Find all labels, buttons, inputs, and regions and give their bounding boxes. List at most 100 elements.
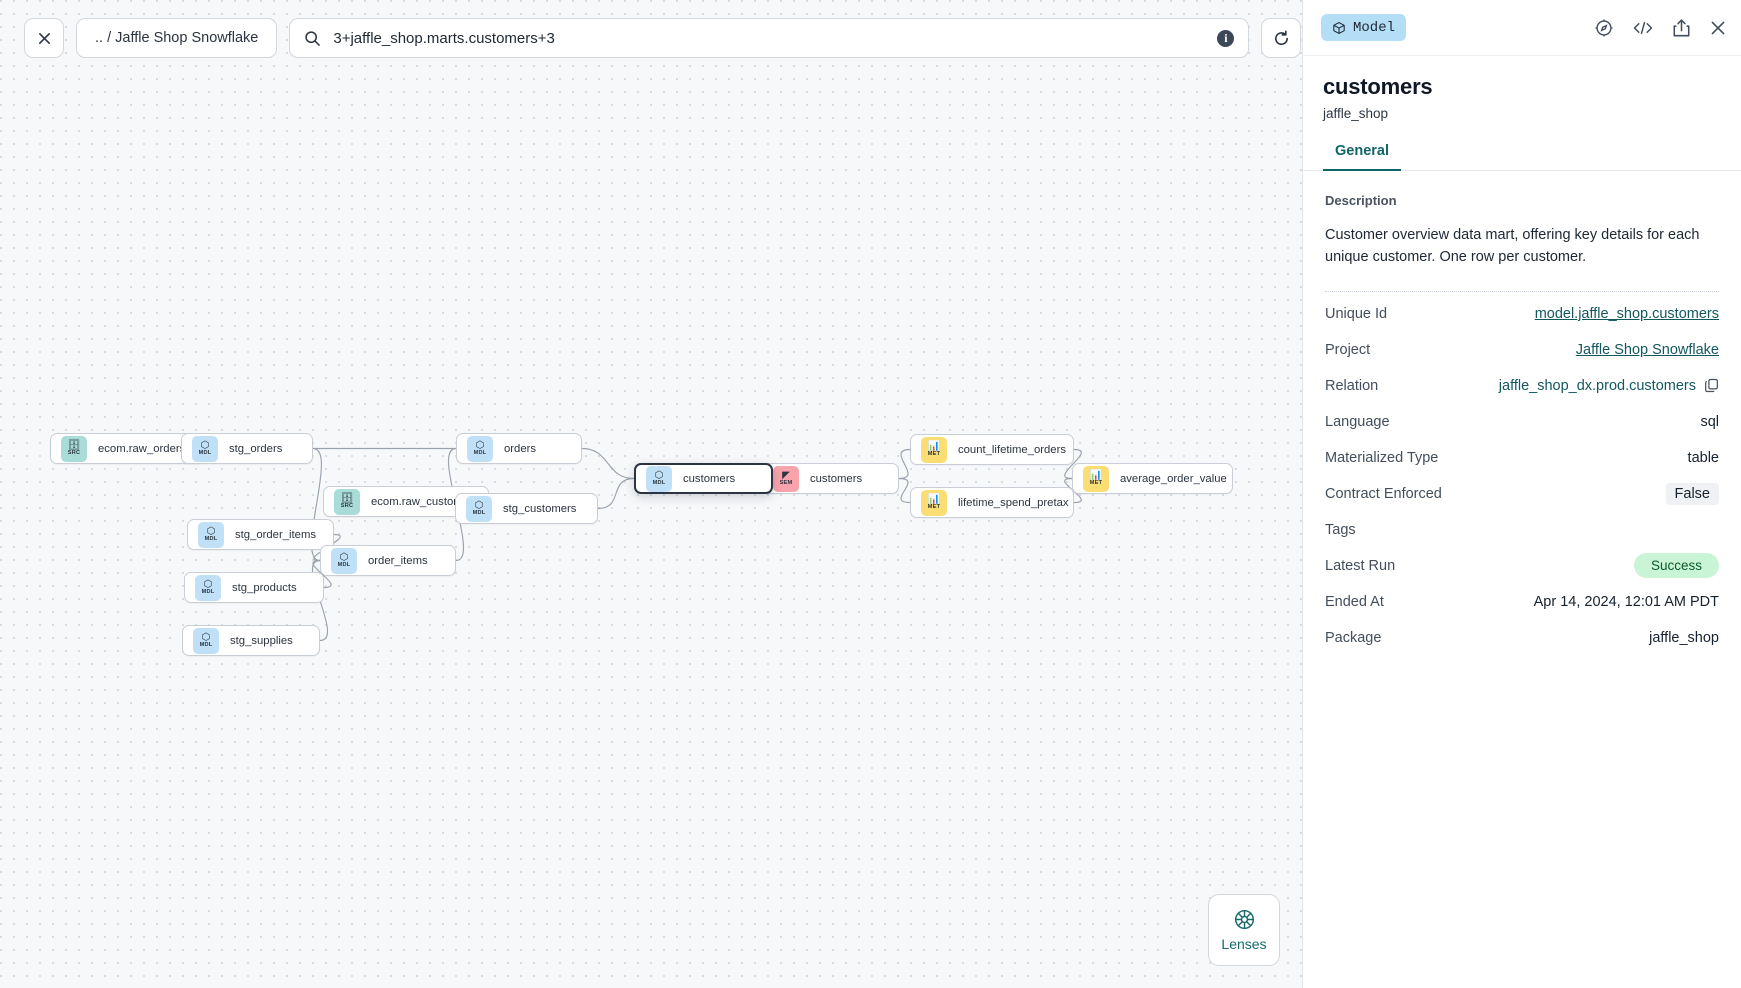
breadcrumb[interactable]: .. / Jaffle Shop Snowflake <box>76 18 278 58</box>
property-key: Latest Run <box>1325 557 1396 574</box>
property-row-latest-run: Latest Run Success <box>1325 548 1719 584</box>
node-label: ecom.raw_customers <box>371 495 479 508</box>
property-row-contract-enforced: Contract Enforced False <box>1325 476 1719 512</box>
lineage-edge <box>898 477 911 504</box>
property-link[interactable]: model.jaffle_shop.customers <box>1534 305 1719 322</box>
search-input[interactable] <box>333 29 1206 47</box>
graph-node-stg_order_items[interactable]: ⬡MDL stg_order_items <box>187 519 334 550</box>
relation-value[interactable]: jaffle_shop_dx.prod.customers <box>1498 377 1696 394</box>
node-label: stg_customers <box>503 502 577 515</box>
status-badge[interactable]: Success <box>1633 553 1719 579</box>
node-type-badge-mdl: ⬡MDL <box>195 574 221 601</box>
property-row-tags: Tags <box>1325 512 1719 548</box>
property-row-materialized-type: Materialized Type table <box>1325 440 1719 476</box>
lineage-edge <box>311 447 322 562</box>
object-type-label: Model <box>1353 19 1396 36</box>
status-chip: False <box>1665 482 1719 505</box>
property-key: Tags <box>1325 521 1356 538</box>
property-value: sql <box>1700 413 1719 430</box>
property-value[interactable]: jaffle_shop_dx.prod.customers <box>1499 378 1719 394</box>
node-type-badge-mdl: ⬡MDL <box>198 521 224 548</box>
code-icon[interactable] <box>1632 18 1654 38</box>
node-type-badge-mdl: ⬡MDL <box>193 627 219 654</box>
property-row-relation: Relation jaffle_shop_dx.prod.customers <box>1325 368 1719 404</box>
panel-body: Description Customer overview data mart,… <box>1303 171 1741 988</box>
property-value[interactable]: Jaffle Shop Snowflake <box>1576 342 1719 358</box>
object-type-badge[interactable]: Model <box>1321 14 1407 41</box>
property-key: Contract Enforced <box>1325 485 1442 502</box>
panel-tabs: General <box>1303 143 1741 171</box>
graph-node-order_items[interactable]: ⬡MDL order_items <box>320 545 456 576</box>
copy-icon[interactable] <box>1704 378 1719 393</box>
lineage-search[interactable]: i <box>289 18 1250 58</box>
node-label: orders <box>504 442 537 455</box>
node-type-badge-met: 📊MET <box>921 436 947 463</box>
refresh-button[interactable] <box>1261 18 1302 58</box>
close-icon <box>38 32 50 44</box>
property-value[interactable]: model.jaffle_shop.customers <box>1535 306 1719 322</box>
node-type-badge-mdl: ⬡MDL <box>467 435 493 462</box>
property-value: Apr 14, 2024, 12:01 AM PDT <box>1533 593 1719 610</box>
page-title: customers <box>1323 74 1433 99</box>
node-type-badge-src: 🗄SRC <box>61 435 87 462</box>
property-key: Project <box>1325 341 1371 358</box>
close-panel-icon[interactable] <box>1709 19 1727 37</box>
graph-node-stg_supplies[interactable]: ⬡MDL stg_supplies <box>182 625 320 656</box>
details-panel-header: Model <box>1303 0 1741 56</box>
node-label: order_items <box>368 554 428 567</box>
node-type-badge-mdl: ⬡MDL <box>646 465 672 492</box>
panel-actions <box>1594 18 1727 38</box>
lineage-edge <box>898 448 911 480</box>
property-value: table <box>1687 449 1719 466</box>
node-type-badge-sem: ◤SEM <box>773 465 799 492</box>
tab-general[interactable]: General <box>1323 143 1401 171</box>
property-link[interactable]: Jaffle Shop Snowflake <box>1575 341 1719 358</box>
property-key: Materialized Type <box>1325 449 1439 466</box>
lineage-edge <box>581 447 635 480</box>
property-row-language: Language sql <box>1325 404 1719 440</box>
property-key: Relation <box>1325 377 1379 394</box>
node-type-badge-met: 📊MET <box>1083 465 1109 492</box>
graph-node-orders[interactable]: ⬡MDL orders <box>456 433 582 464</box>
node-label: stg_supplies <box>230 634 293 647</box>
lenses-button[interactable]: Lenses <box>1208 894 1280 966</box>
share-icon[interactable] <box>1672 18 1691 38</box>
node-label: stg_products <box>232 581 297 594</box>
info-icon[interactable]: i <box>1217 29 1235 47</box>
aperture-icon <box>1234 909 1254 930</box>
object-subtitle: jaffle_shop <box>1323 106 1389 121</box>
node-label: count_lifetime_orders <box>958 443 1067 456</box>
graph-node-count_lifetime_orders[interactable]: 📊MET count_lifetime_orders <box>910 434 1074 465</box>
property-key: Language <box>1325 413 1390 430</box>
section-divider <box>1325 290 1719 292</box>
property-value: False <box>1665 482 1719 505</box>
details-panel: Model <box>1302 0 1741 988</box>
node-type-badge-mdl: ⬡MDL <box>331 547 357 574</box>
node-label: lifetime_spend_pretax <box>958 496 1069 509</box>
lens-icon[interactable] <box>1594 18 1614 38</box>
node-label: stg_order_items <box>235 528 316 541</box>
lineage-edge <box>1064 448 1082 480</box>
search-icon <box>304 30 321 47</box>
node-label: stg_orders <box>229 442 283 455</box>
graph-node-stg_products[interactable]: ⬡MDL stg_products <box>184 572 324 603</box>
lineage-edge <box>597 477 635 510</box>
lenses-label: Lenses <box>1221 936 1267 952</box>
close-lineage-button[interactable] <box>24 18 64 58</box>
node-type-badge-src: 🗄SRC <box>334 488 360 515</box>
property-value[interactable]: Success <box>1633 553 1719 579</box>
